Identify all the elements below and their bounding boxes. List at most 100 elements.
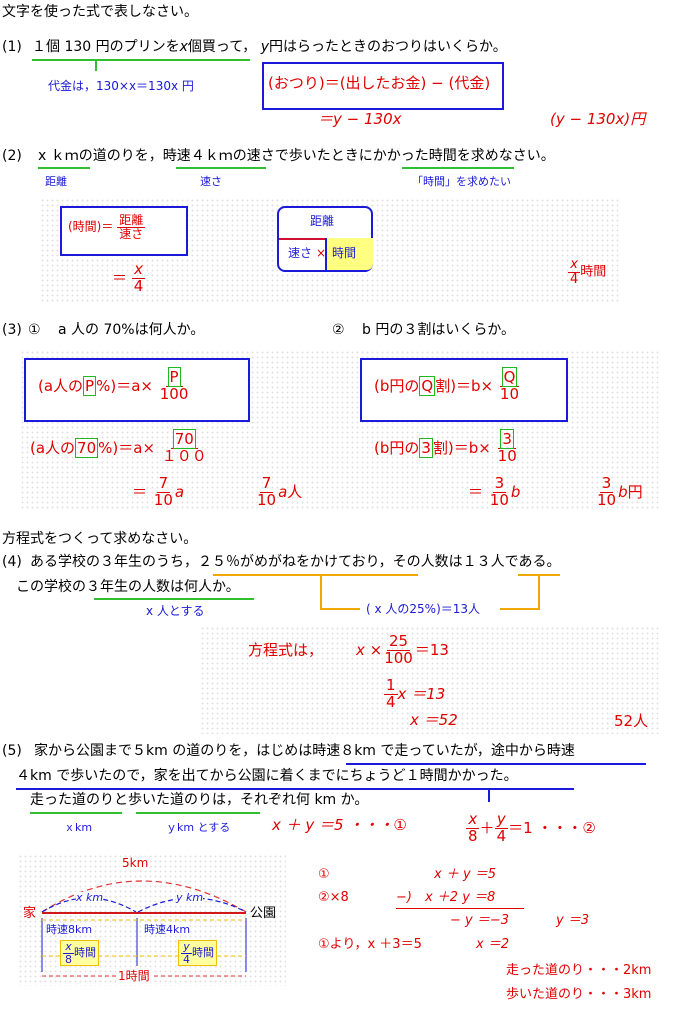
q1-underline [32, 59, 250, 61]
q3-p1-ans-var: a [278, 482, 288, 501]
q4-bracket-bottom-r [500, 608, 540, 610]
q5-note-y: ｙkm とする [166, 821, 231, 834]
q4-line1-e: である。 [504, 554, 561, 570]
q5-line1: 家から公園まで５km の道のりを，はじめは時速８km で走っていたが，途中から時… [34, 744, 575, 758]
q5-answer-walk: 歩いた道のり・・・3km [506, 987, 652, 1002]
q3-p1-lhs-b: %)＝a× [96, 376, 153, 395]
q5-t2-num: y [181, 940, 192, 954]
q5-line1-a: 家から公園まで５km の道のりを，はじめは [34, 743, 313, 759]
q2-label-speed: 速さ [200, 175, 222, 188]
q2-label-want: 「時間」を求めたい [412, 175, 511, 188]
q1-text-a: １個 130 円のプリンを [32, 39, 180, 55]
q3-p2-res-num: 3 [492, 474, 507, 493]
q5-sol-rule [396, 908, 524, 909]
q2-underline-time [402, 167, 514, 169]
q5-t1-unit: 時間 [74, 946, 96, 960]
q4-eq2-den: 4 [386, 692, 396, 711]
q3-p1-res-den: 10 [153, 490, 173, 509]
q3-p1-lhs-p: P [83, 375, 97, 396]
q4-line1-b: ２５％がめがねをかけており [198, 554, 379, 570]
q5-seg1-label: x km [76, 891, 104, 904]
q4-number: (4) [2, 554, 22, 570]
q2-underline-distance [38, 167, 90, 169]
q4-eq1-num: 25 [386, 632, 411, 651]
section2-title: 方程式をつくって求めなさい。 [2, 531, 198, 547]
q5-sol-r2-label: ②×8 [318, 890, 349, 905]
q2-text-a: x ｋｍの道のりを， [38, 148, 163, 164]
q3-part2-marker: ② [332, 322, 345, 338]
q1-formula-box [262, 62, 504, 110]
q5-sol-r4-b: x ＝2 [476, 937, 510, 952]
q5-sol-r3-eq: − y ＝−3 [450, 913, 510, 928]
q2-formula-lhs: (時間)＝ [68, 219, 114, 234]
q3-p2-ans-unit: 円 [627, 482, 643, 501]
q4-line1-c: ，その人数は [378, 554, 463, 570]
q4-work-area [200, 626, 660, 734]
q5-eq2-den1: 8 [468, 826, 478, 845]
q5-t2-unit: 時間 [192, 946, 214, 960]
q3-p1-sub-den: １００ [161, 446, 207, 465]
q5-sol-r4-a: ①より，x ＋3＝5 [318, 937, 422, 952]
q5-note-x: ｘkm [64, 821, 93, 834]
q5-eq2-rest: ＝1 ・・・② [508, 818, 596, 837]
q4-eq3: x ＝52 [410, 711, 458, 729]
q4-bracket-bottom-l [320, 608, 360, 610]
q3-part1-marker: ① [28, 322, 41, 338]
q3-p2-sub-lhs-a: (b円の [374, 438, 420, 457]
q5-park-label: 公園 [250, 906, 277, 921]
q5-line3-d: は，それぞれ何 km か。 [212, 792, 369, 808]
q2-eq-den: 4 [133, 276, 144, 295]
q5-sol-r2-eq: −) x ＋2 y ＝8 [396, 890, 496, 905]
q2-question: x ｋｍの道のりを，時速４ｋｍの速さで歩いたときにかかった時間を求めなさい。 [38, 149, 555, 163]
q2-tri-left: 速さ [288, 246, 313, 260]
q4-line2-c: は何人か。 [170, 579, 240, 595]
q2-tri-top: 距離 [310, 214, 335, 228]
q3-p1-res-var: a [174, 482, 185, 501]
q3-p1-sub-lhs-p: 70 [75, 437, 99, 458]
q3-p1-res-num: 7 [156, 474, 171, 493]
q4-underline-total [94, 598, 254, 600]
q5-sol-r3-res: y ＝3 [556, 913, 590, 928]
q3-p2-ans-num: 3 [599, 474, 614, 493]
q2-triangle-diagram [277, 206, 373, 272]
q3-p1-den: 100 [159, 384, 189, 403]
q2-text-c: の速さで歩いたときにかかった [232, 148, 429, 164]
q5-underline-walk [136, 812, 260, 814]
q2-text-b: 時速４ｋｍ [162, 148, 233, 164]
q2-answer-num: x [568, 257, 580, 273]
q4-underline-13 [518, 574, 560, 576]
q5-line3-b: と [114, 792, 128, 808]
q2-triangle-highlight [325, 238, 373, 270]
q5-sol-r1-eq: x ＋ y ＝5 [434, 867, 497, 882]
q2-answer-unit: 時間 [580, 264, 607, 280]
q5-line3-c: 歩いた道のり [128, 792, 212, 808]
q5-total-distance: 5km [120, 856, 151, 870]
q4-note-x: x 人とする [146, 604, 205, 618]
q2-formula-num: 距離 [117, 213, 146, 228]
q4-line2: この学校の３年生の人数は何人か。 [16, 580, 240, 594]
q1-text-b: 個買って， [187, 39, 257, 55]
q3-p1-num: P [167, 367, 181, 387]
q3-p2-res-var: b [510, 482, 521, 501]
q5-seg2-label: y km [176, 891, 204, 904]
q5-t1-den: 8 [65, 952, 72, 966]
q1-number: (1) [2, 39, 22, 55]
q4-answer: 52人 [614, 712, 649, 730]
q1-question: １個 130 円のプリンをx個買って， y円はらったときのおつりはいくらか。 [32, 40, 507, 54]
q2-text-d: 時間 [428, 148, 457, 164]
q4-eq2-b: x ＝13 [397, 684, 446, 703]
q3-p1-lhs-a: (a人の [38, 376, 84, 395]
q5-underline-2 [16, 788, 574, 790]
q3-p2-lhs-q: Q [419, 375, 436, 396]
q4-eq1-a: x × [356, 640, 383, 659]
q3-p1-sub-lhs-a: (a人の [30, 438, 76, 457]
